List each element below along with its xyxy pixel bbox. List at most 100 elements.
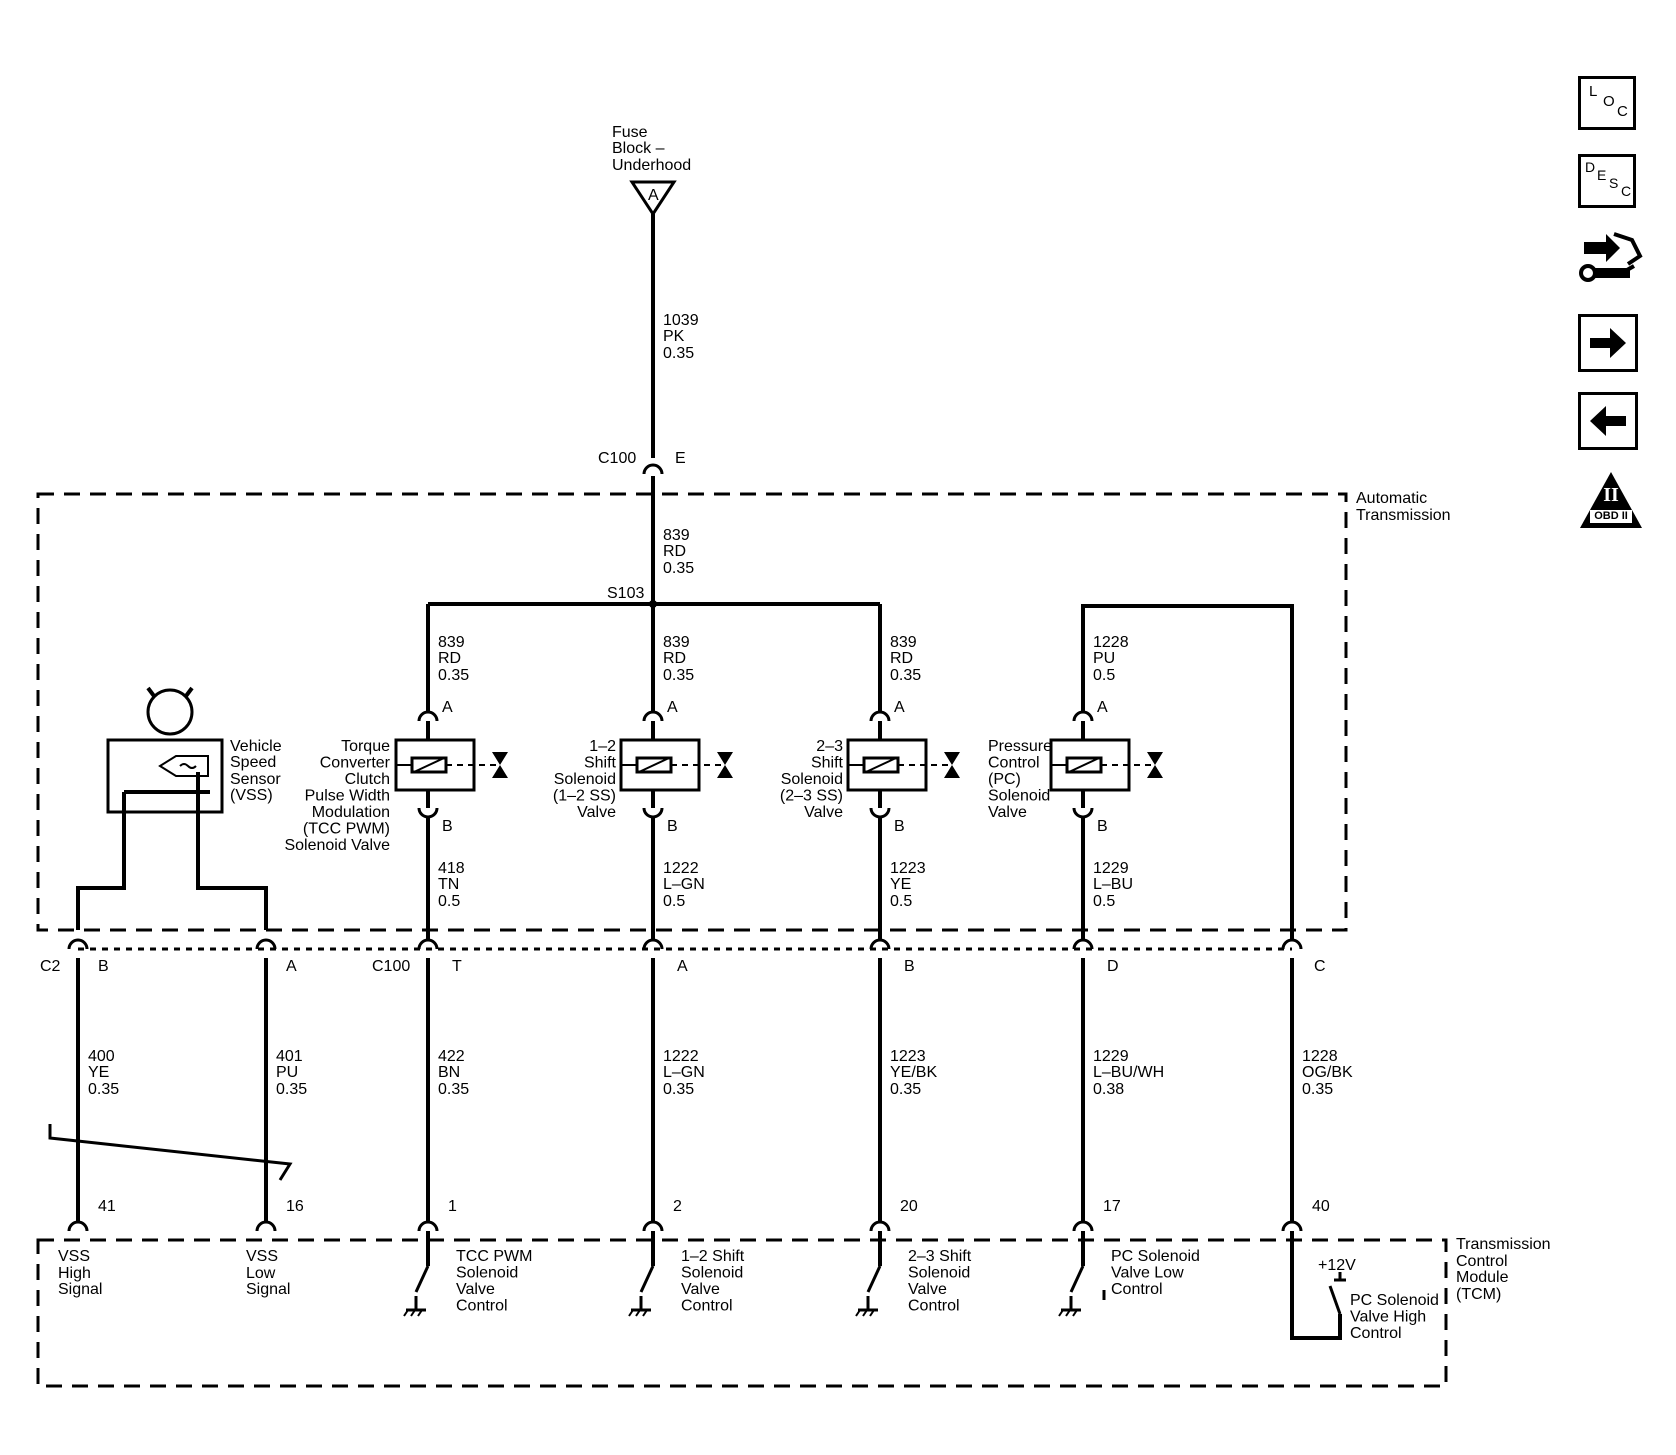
svg-text:L–BU: L–BU	[1093, 876, 1133, 893]
solenoid-pin-b-connector	[1072, 807, 1094, 819]
tcm-driver-switch	[639, 1265, 655, 1293]
solenoid-pin-b: B	[667, 818, 678, 835]
tcm-pin: 17	[1103, 1198, 1121, 1215]
svg-text:0.35: 0.35	[1302, 1081, 1333, 1098]
solenoid-label: Pressure	[988, 738, 1052, 755]
feed-wire-label: 1039 PK 0.35	[663, 312, 699, 362]
svg-text:0.5: 0.5	[438, 893, 460, 910]
svg-text:Underhood: Underhood	[612, 157, 691, 174]
next-arrow-icon[interactable]	[1578, 314, 1638, 372]
vss-label: Vehicle Speed Sensor (VSS)	[230, 738, 282, 804]
solenoid-label: Valve	[577, 804, 616, 821]
tcm-circuit-label: Valve	[908, 1281, 947, 1298]
svg-text:400: 400	[88, 1048, 115, 1065]
solenoid-label: Converter	[320, 755, 391, 772]
svg-text:Automatic: Automatic	[1356, 490, 1427, 507]
svg-text:PK: PK	[663, 328, 685, 345]
solenoid-label: Torque	[341, 738, 390, 755]
c100-pin: B	[904, 958, 915, 975]
tcm-circuit-label: Control	[1111, 1281, 1163, 1298]
obd-ii-label: OBD II	[1590, 510, 1632, 523]
solenoid-pin-a: A	[1097, 699, 1108, 716]
fuse-block-label: Fuse Block – Underhood	[612, 124, 691, 174]
tcm-circuit-label: Valve	[681, 1281, 720, 1298]
svg-text:0.5: 0.5	[663, 893, 685, 910]
svg-text:YE: YE	[88, 1064, 109, 1081]
svg-text:1229: 1229	[1093, 860, 1129, 877]
solenoid-label: Solenoid	[988, 788, 1050, 805]
c100-bottom-connector: C100	[372, 958, 410, 975]
solenoid-pin-a-connector	[869, 710, 891, 722]
fuse-terminal-pin: A	[648, 187, 659, 204]
trans-feed-wire-label: 839 RD 0.35	[663, 527, 694, 577]
vss-circuits: B400YE0.3541VSSHighSignalA401PU0.3516VSS…	[48, 958, 307, 1298]
solenoid-circuit-3: 839RD0.35AB1223YE0.52–3ShiftSolenoid(2–3…	[780, 604, 972, 1317]
solenoid-pin-b-connector	[869, 807, 891, 819]
svg-text:L–GN: L–GN	[663, 876, 705, 893]
svg-text:Speed: Speed	[230, 754, 276, 771]
tcm-zone	[36, 1238, 1448, 1388]
solenoid-label: Shift	[584, 755, 617, 772]
svg-text:0.35: 0.35	[890, 1081, 921, 1098]
svg-text:RD: RD	[663, 650, 686, 667]
previous-arrow-icon[interactable]	[1578, 392, 1638, 450]
pc-high-label: Valve High	[1350, 1309, 1426, 1326]
vss-sensor	[106, 686, 224, 814]
svg-text:RD: RD	[438, 650, 461, 667]
solenoid-label: Modulation	[312, 804, 390, 821]
c100-pin-c-connector	[1281, 938, 1303, 950]
svg-text:Signal: Signal	[246, 1281, 290, 1298]
solenoid-label: Solenoid	[781, 771, 843, 788]
vss-high-c2-connector	[67, 938, 89, 950]
vss-high-internal-wire	[76, 792, 126, 930]
c100-top-connector-symbol	[642, 463, 664, 475]
vss-low-c2-connector	[255, 938, 277, 950]
svg-text:L–BU/WH: L–BU/WH	[1093, 1064, 1164, 1081]
solenoid-pin-a-connector	[417, 710, 439, 722]
svg-text:1222: 1222	[663, 860, 699, 877]
c2-connector: C2	[40, 958, 61, 975]
vss-low-internal-wire	[196, 772, 268, 930]
obd-ii-icon[interactable]: II OBD II	[1578, 470, 1644, 530]
solenoid-circuit-2: 839RD0.35AB1222L–GN0.51–2ShiftSolenoid(1…	[553, 604, 745, 1317]
tcm-circuit-label: Solenoid	[908, 1265, 970, 1282]
c100-pin-c: C	[1314, 958, 1326, 975]
svg-text:1229: 1229	[1093, 1048, 1129, 1065]
solenoid-label: 2–3	[816, 738, 843, 755]
svg-text:839: 839	[438, 634, 465, 651]
tcm-pin: 41	[98, 1198, 116, 1215]
desc-letter: C	[1621, 183, 1632, 199]
solenoid-label: (PC)	[988, 771, 1021, 788]
tcm-circuit-label: Solenoid	[456, 1265, 518, 1282]
solenoid-pin-b-connector	[417, 807, 439, 819]
desc-letter: E	[1597, 167, 1607, 183]
valve-symbol	[944, 752, 960, 778]
tcm-pin-connector	[642, 1220, 664, 1232]
valve-symbol	[1147, 752, 1163, 778]
c2-pin: A	[286, 958, 297, 975]
solenoid-label: (1–2 SS)	[553, 788, 616, 805]
valve-symbol	[717, 752, 733, 778]
svg-text:839: 839	[663, 527, 690, 544]
pc-high-label: Control	[1350, 1325, 1402, 1342]
svg-text:BN: BN	[438, 1064, 460, 1081]
svg-text:0.35: 0.35	[276, 1081, 307, 1098]
svg-text:0.5: 0.5	[1093, 667, 1115, 684]
desc-icon[interactable]: D E S C	[1578, 154, 1636, 208]
tcm-circuit-label: Valve	[456, 1281, 495, 1298]
valve-symbol	[492, 752, 508, 778]
svg-text:(TCM): (TCM)	[1456, 1286, 1501, 1303]
svg-text:422: 422	[438, 1048, 465, 1065]
solenoid-label: Shift	[811, 755, 844, 772]
loc-icon[interactable]: L O C	[1578, 76, 1636, 130]
schematic-navigation-icon[interactable]	[1576, 228, 1646, 294]
c2-pin: B	[98, 958, 109, 975]
tcm-driver-switch	[866, 1265, 882, 1293]
svg-text:Block –: Block –	[612, 140, 665, 157]
solenoid-circuit-1: 839RD0.35AB418TN0.5TorqueConverterClutch…	[284, 604, 532, 1317]
